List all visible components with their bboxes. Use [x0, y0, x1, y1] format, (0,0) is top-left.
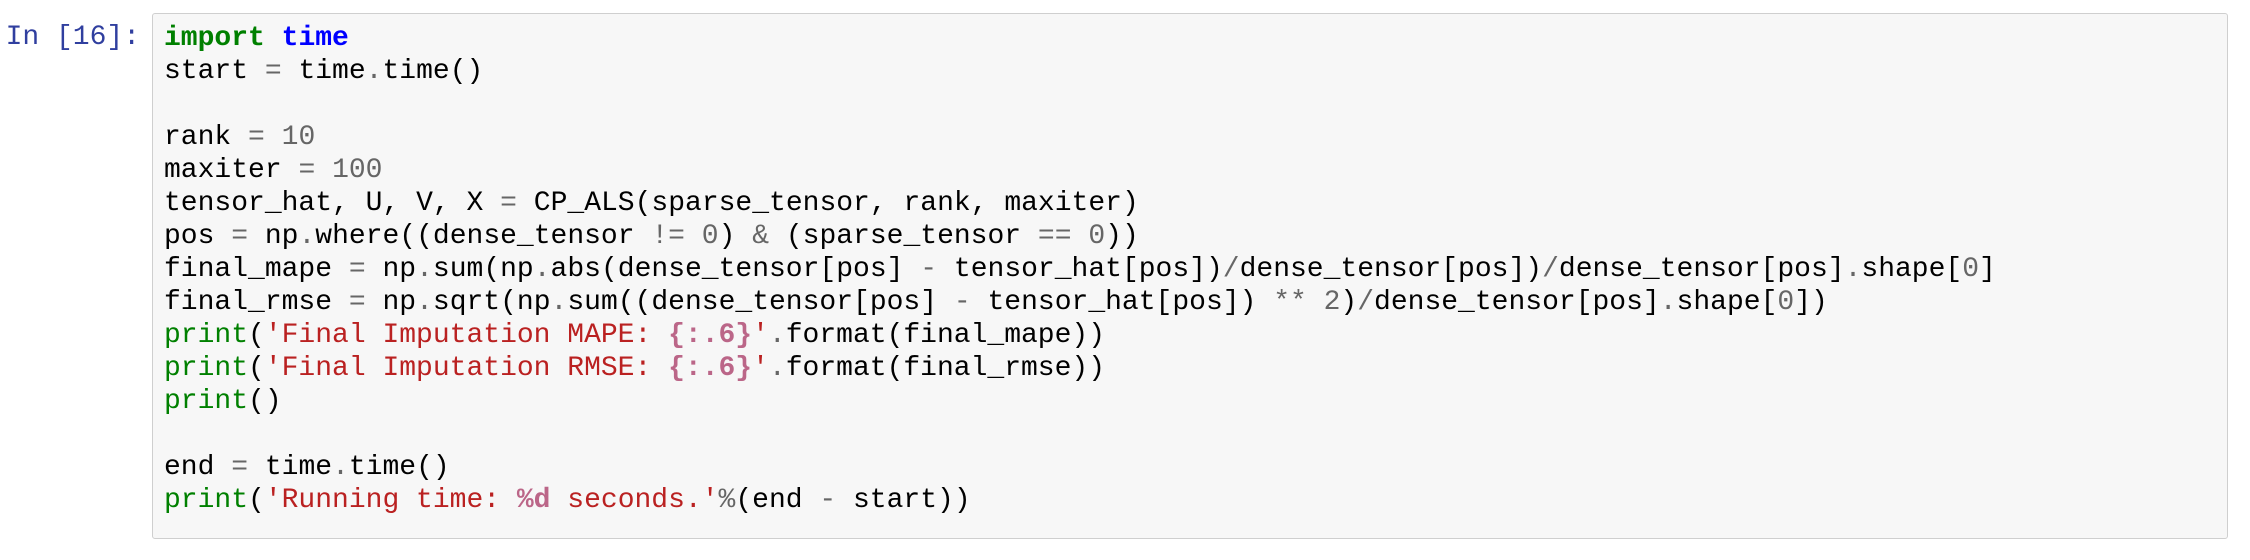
- code-line: rank = 10: [164, 122, 316, 153]
- code-line: print('Final Imputation MAPE: {:.6}'.for…: [164, 320, 1106, 351]
- code-line: print(): [164, 386, 282, 417]
- code-line: [164, 88, 2217, 121]
- code-line: tensor_hat, U, V, X = CP_ALS(sparse_tens…: [164, 188, 1139, 219]
- code-line: final_rmse = np.sqrt(np.sum((dense_tenso…: [164, 287, 1828, 318]
- code-line: import time: [164, 23, 349, 54]
- code-line: start = time.time(): [164, 56, 484, 87]
- code-line: print('Final Imputation RMSE: {:.6}'.for…: [164, 353, 1106, 384]
- code-line: maxiter = 100: [164, 155, 383, 186]
- code-line: final_mape = np.sum(np.abs(dense_tensor[…: [164, 254, 1996, 285]
- code-line: end = time.time(): [164, 452, 450, 483]
- code-line: [164, 418, 2217, 451]
- code-line: print('Running time: %d seconds.'%(end -…: [164, 485, 971, 516]
- input-prompt: In [16]:: [5, 22, 140, 53]
- code-line: pos = np.where((dense_tensor != 0) & (sp…: [164, 221, 1139, 252]
